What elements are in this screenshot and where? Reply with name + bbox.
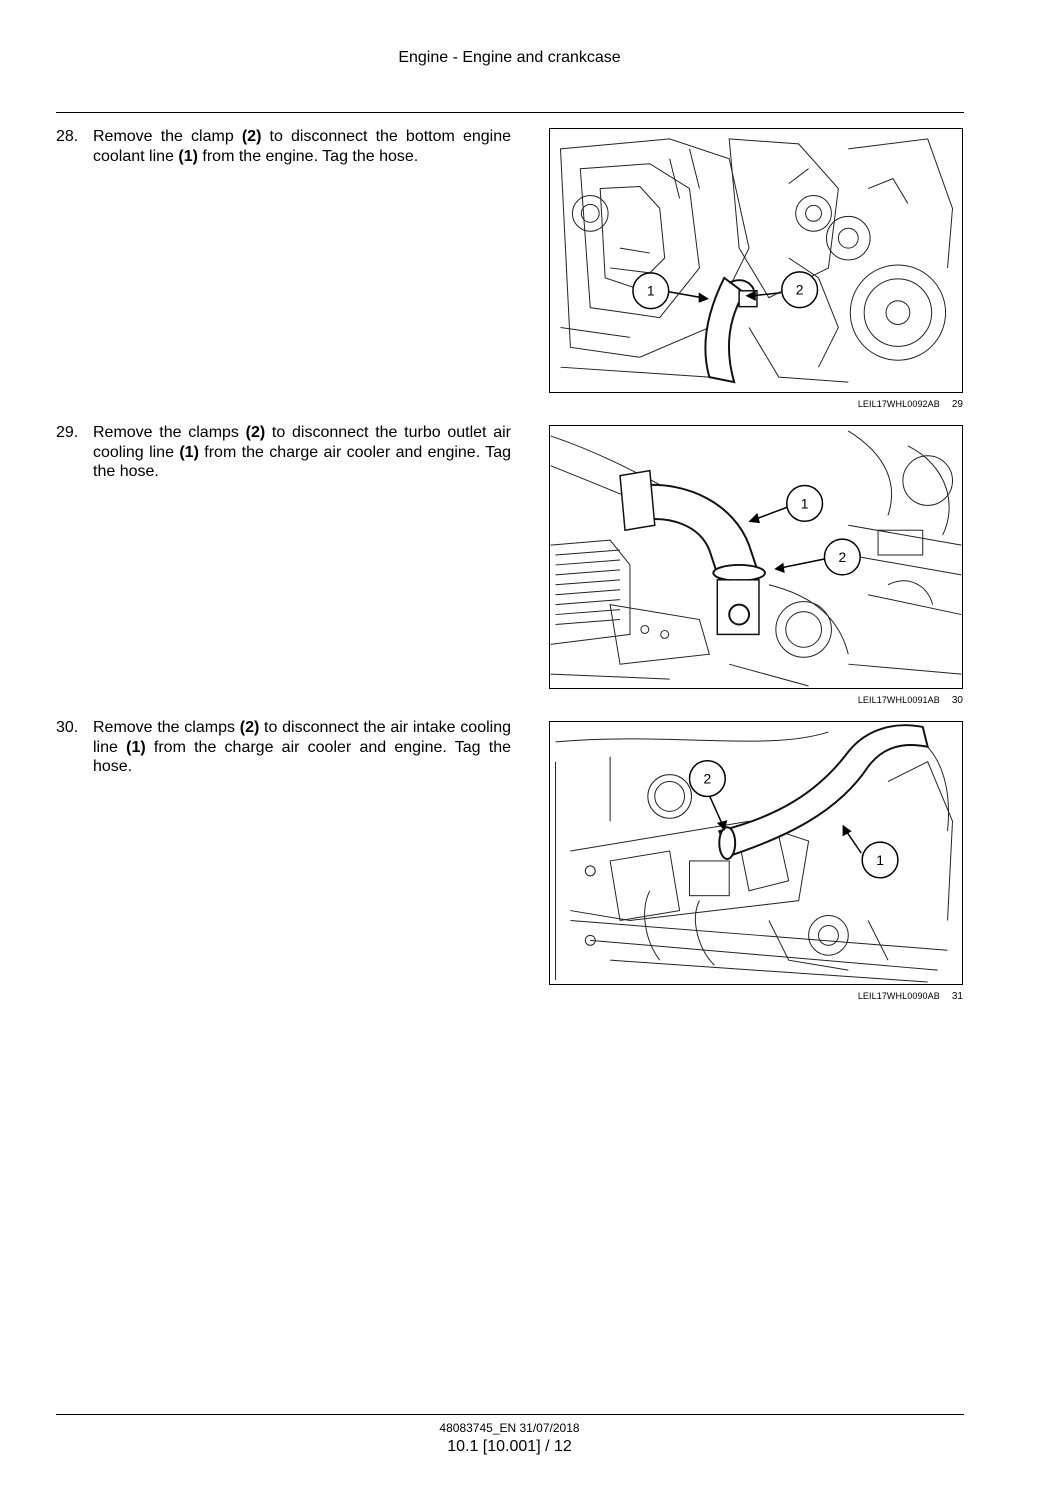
step-28: 28. Remove the clamp (2) to disconnect t… — [56, 127, 511, 166]
callout-label: 1 — [876, 852, 884, 868]
callout-circle — [786, 484, 824, 523]
air-intake-illustration: 2 1 — [555, 724, 954, 983]
figure-caption: LEIL17WHL0090AB 31 — [549, 991, 963, 1002]
figure-code: LEIL17WHL0091AB — [857, 695, 940, 705]
step-30: 30. Remove the clamps (2) to disconnect … — [56, 718, 511, 777]
turbo-illustration: 1 2 — [550, 430, 962, 687]
step-number: 28. — [56, 128, 79, 145]
engine-illustration: 1 2 — [559, 138, 954, 384]
callout-label: 2 — [704, 771, 712, 787]
figure-number: 30 — [951, 695, 963, 706]
step-29: 29. Remove the clamps (2) to disconnect … — [56, 423, 511, 482]
step-text: Remove the clamps (2) to disconnect the … — [93, 719, 512, 775]
callout-label: 2 — [838, 549, 846, 565]
step-text: Remove the clamps (2) to disconnect the … — [93, 424, 512, 480]
callout-circle — [688, 759, 726, 798]
callout-circle — [823, 538, 861, 576]
step-number: 29. — [56, 424, 79, 441]
figure-code: LEIL17WHL0090AB — [857, 991, 940, 1001]
callout-label: 1 — [801, 495, 809, 511]
figure-caption: LEIL17WHL0092AB 29 — [549, 399, 963, 410]
figure-number: 29 — [951, 399, 963, 410]
step-number: 30. — [56, 719, 79, 736]
page-header-title: Engine - Engine and crankcase — [398, 49, 621, 66]
callout-circle — [861, 841, 899, 879]
figure-29-engine-coolant-line: 1 2 — [549, 128, 963, 393]
step-text: Remove the clamp (2) to disconnect the b… — [93, 128, 512, 165]
figure-31-air-intake-line: 2 1 — [549, 721, 963, 985]
figure-number: 31 — [951, 991, 963, 1002]
figure-30-turbo-outlet-line: 1 2 — [549, 425, 963, 689]
callout-label: 1 — [647, 283, 655, 299]
callout-label: 2 — [796, 282, 804, 298]
figure-caption: LEIL17WHL0091AB 30 — [549, 695, 963, 706]
header-rule — [56, 112, 964, 113]
footer-page-number: 10.1 [10.001] / 12 — [447, 1438, 572, 1455]
figure-code: LEIL17WHL0092AB — [857, 399, 940, 409]
footer-document-id: 48083745_EN 31/07/2018 — [439, 1421, 580, 1435]
callout-circle — [632, 272, 670, 310]
callout-circle — [781, 271, 819, 309]
footer-rule — [56, 1414, 964, 1415]
